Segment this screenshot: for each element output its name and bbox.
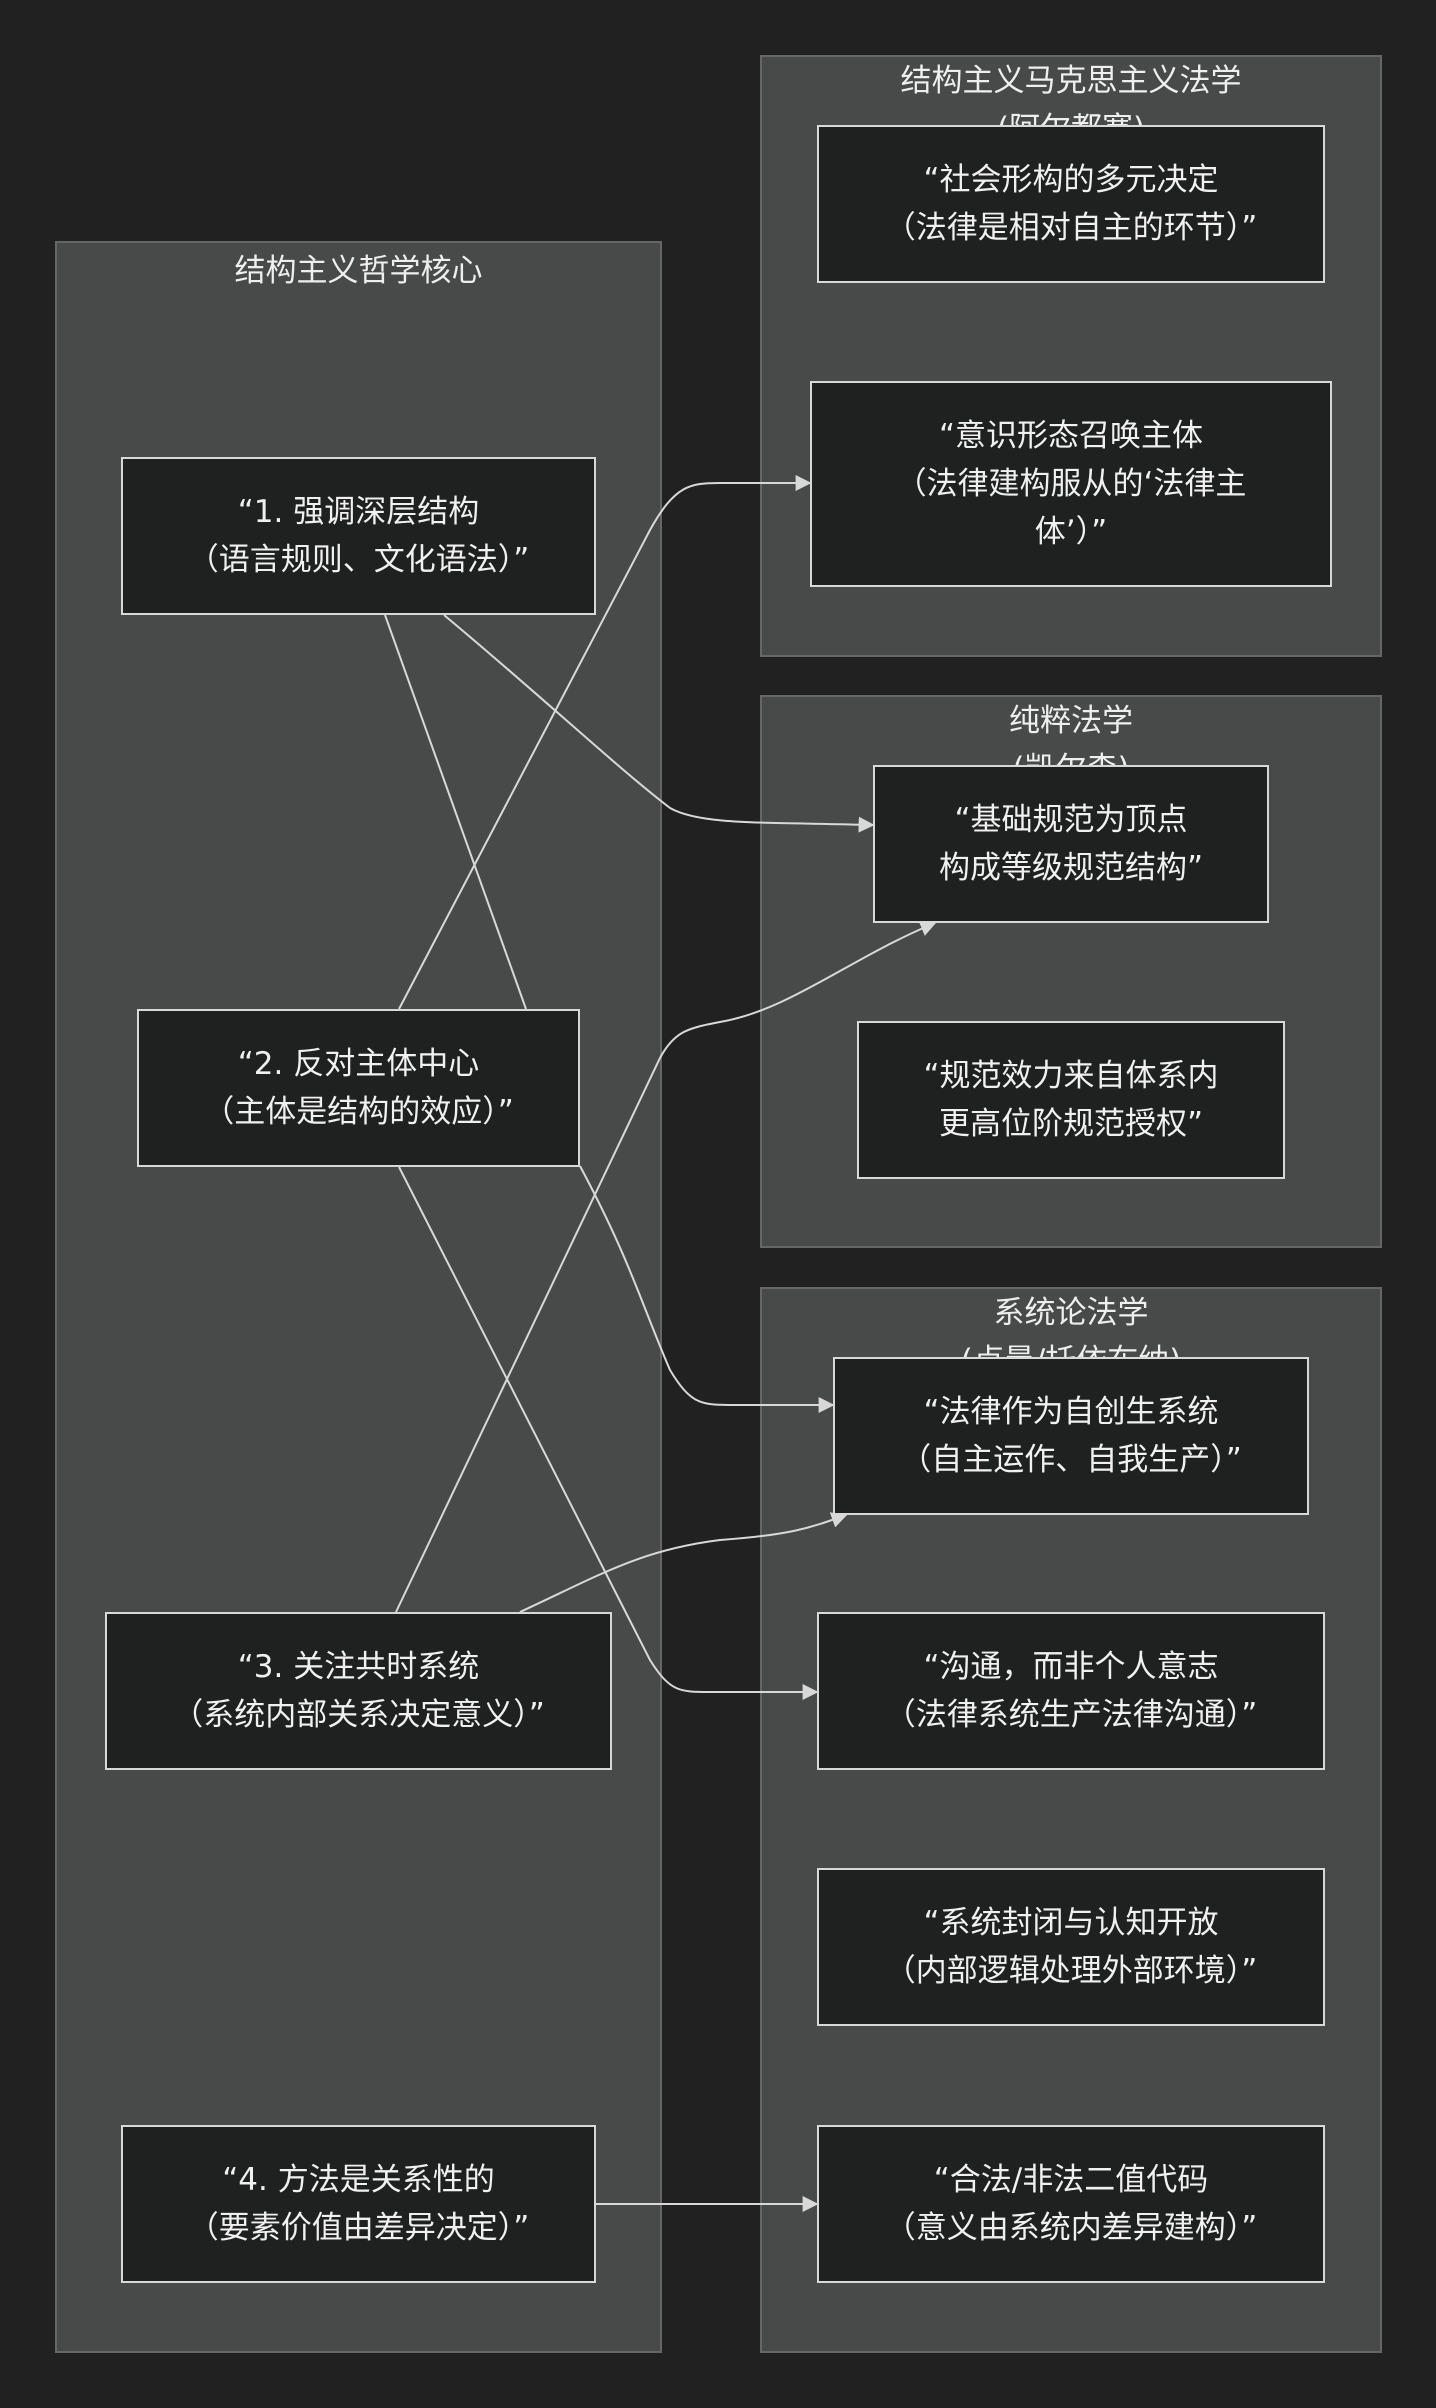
- node-kelsen-basic-norm[interactable]: “基础规范为顶点 构成等级规范结构”: [873, 765, 1269, 923]
- node-label: “法律作为自创生系统 （自主运作、自我生产）”: [900, 1394, 1242, 1478]
- node-label: “沟通，而非个人意志 （法律系统生产法律沟通）”: [884, 1649, 1258, 1733]
- node-core-synchronic-system[interactable]: “3. 关注共时系统 （系统内部关系决定意义）”: [105, 1612, 612, 1770]
- node-label: “合法/非法二值代码 （意义由系统内差异建构）”: [884, 2162, 1258, 2246]
- node-marx-overdetermination[interactable]: “社会形构的多元决定 （法律是相对自主的环节）”: [817, 125, 1325, 283]
- node-luhmann-binary-code[interactable]: “合法/非法二值代码 （意义由系统内差异建构）”: [817, 2125, 1325, 2283]
- edge-core1-to-kelsen1: [443, 614, 875, 833]
- node-label: “系统封闭与认知开放 （内部逻辑处理外部环境）”: [884, 1905, 1258, 1989]
- node-marx-interpellation[interactable]: “意识形态召唤主体 （法律建构服从的‘法律主 体’）”: [810, 381, 1332, 587]
- edge-core2-to-marx2: [398, 475, 812, 1010]
- cluster-title-core: 结构主义哲学核心: [234, 253, 483, 289]
- node-label: “1. 强调深层结构 （语言规则、文化语法）”: [187, 494, 530, 578]
- node-core-deep-structure[interactable]: “1. 强调深层结构 （语言规则、文化语法）”: [121, 457, 596, 615]
- node-label: “3. 关注共时系统 （系统内部关系决定意义）”: [172, 1649, 545, 1733]
- node-luhmann-communication[interactable]: “沟通，而非个人意志 （法律系统生产法律沟通）”: [817, 1612, 1325, 1770]
- edge-core1-to-core2: [384, 614, 527, 1010]
- node-luhmann-closure-openness[interactable]: “系统封闭与认知开放 （内部逻辑处理外部环境）”: [817, 1868, 1325, 2026]
- node-core-anti-subject[interactable]: “2. 反对主体中心 （主体是结构的效应）”: [137, 1009, 580, 1167]
- edge-core2-to-luh2: [398, 1166, 819, 1700]
- node-label: “2. 反对主体中心 （主体是结构的效应）”: [203, 1046, 514, 1130]
- node-label: “4. 方法是关系性的 （要素价值由差异决定）”: [187, 2162, 530, 2246]
- edge-core3-to-kelsen1: [395, 921, 937, 1613]
- node-label: “规范效力来自体系内 更高位阶规范授权”: [923, 1058, 1219, 1142]
- node-luhmann-autopoiesis[interactable]: “法律作为自创生系统 （自主运作、自我生产）”: [833, 1357, 1309, 1515]
- node-kelsen-validity[interactable]: “规范效力来自体系内 更高位阶规范授权”: [857, 1021, 1285, 1179]
- edge-core3-to-luh1: [519, 1512, 848, 1613]
- node-label: “意识形态召唤主体 （法律建构服从的‘法律主 体’）”: [895, 418, 1247, 550]
- node-label: “基础规范为顶点 构成等级规范结构”: [938, 802, 1204, 886]
- edge-core2-to-luh1: [579, 1165, 835, 1413]
- node-core-relational-method[interactable]: “4. 方法是关系性的 （要素价值由差异决定）”: [121, 2125, 596, 2283]
- node-label: “社会形构的多元决定 （法律是相对自主的环节）”: [884, 162, 1258, 246]
